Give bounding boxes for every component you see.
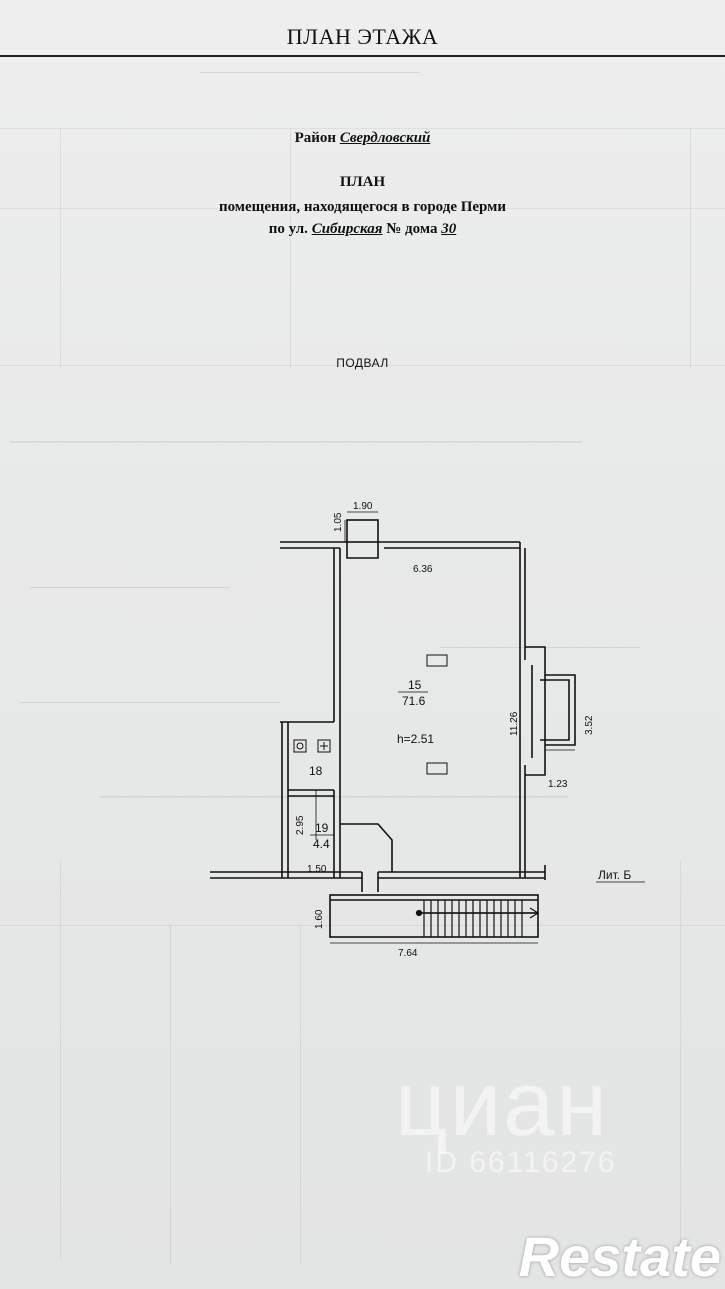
- house-value: 30: [441, 221, 457, 237]
- dim-1-90: 1.90: [353, 501, 373, 512]
- ghost-text: ——————————: [440, 635, 640, 657]
- fixtures: [293, 654, 448, 775]
- dim-3-52: 3.52: [584, 715, 595, 735]
- dim-1-05: 1.05: [333, 512, 344, 532]
- district-line: Район Свердловский: [0, 130, 725, 147]
- restate-watermark: Restate: [518, 1225, 721, 1288]
- plan-title: ПЛАН: [339, 174, 386, 190]
- ghost-line: [290, 128, 291, 368]
- ghost-text: ——————————: [30, 575, 230, 597]
- ghost-line: [680, 860, 681, 1260]
- ghost-line: [690, 128, 691, 368]
- floor-label: ПОДВАЛ: [336, 356, 389, 370]
- ghost-line: [0, 925, 725, 926]
- sink-fixture: [317, 739, 331, 753]
- ghost-line: [0, 365, 725, 366]
- page-header-title: ПЛАН ЭТАЖА: [286, 24, 439, 49]
- ghost-text: ———————————: [200, 60, 420, 82]
- wall-top: [280, 541, 520, 559]
- plan-walls: [210, 519, 576, 938]
- room-15-area: 71.6: [402, 694, 426, 708]
- dim-11-26: 11.26: [509, 711, 520, 736]
- bay-right: [525, 646, 546, 776]
- dim-1-23: 1.23: [548, 779, 568, 790]
- dim-6-36: 6.36: [413, 564, 433, 575]
- room-18-number: 18: [309, 764, 323, 778]
- dim-7-64: 7.64: [398, 948, 418, 959]
- dimension-lines: [296, 511, 575, 944]
- dim-2-95: 2.95: [295, 815, 306, 835]
- dim-1-50: 1.50: [307, 864, 327, 875]
- stair-arrow: [415, 907, 540, 919]
- stair-treads: [423, 900, 523, 937]
- room-19-area: 4.4: [313, 837, 330, 851]
- district-value: Свердловский: [339, 130, 431, 146]
- ghost-line: [170, 925, 171, 1265]
- district-label: Район: [294, 130, 337, 146]
- room-height: h=2.51: [397, 732, 434, 746]
- ghost-line: [60, 860, 61, 1260]
- toilet-fixture: [293, 739, 307, 753]
- address-line: по ул. Сибирская № дома 30: [0, 221, 725, 238]
- niche-top: [346, 519, 379, 543]
- cian-watermark-logo: циан: [395, 1053, 610, 1155]
- room-19-number: 19: [315, 821, 329, 835]
- ramp: [340, 823, 393, 872]
- house-label: № дома: [386, 221, 438, 237]
- ghost-line: [300, 925, 301, 1265]
- ghost-line: [0, 128, 725, 129]
- street-label: по ул.: [268, 221, 308, 237]
- cian-watermark-id: ID 66116276: [425, 1146, 617, 1179]
- header-divider: [0, 55, 725, 57]
- ghost-text: —————————————: [20, 690, 280, 712]
- staircase: [329, 894, 539, 938]
- dim-1-60: 1.60: [314, 909, 325, 929]
- street-value: Сибирская: [311, 221, 383, 237]
- vent-fixture: [426, 654, 448, 667]
- vent-fixture: [426, 762, 448, 775]
- room-15-number: 15: [408, 678, 422, 692]
- plan-subtitle: помещения, находящегося в городе Перми: [218, 199, 507, 215]
- ghost-line: [0, 208, 725, 209]
- ghost-line: [60, 128, 61, 368]
- ghost-text: ——————————————————————: [10, 425, 582, 454]
- lit-label: Лит. Б: [598, 868, 631, 882]
